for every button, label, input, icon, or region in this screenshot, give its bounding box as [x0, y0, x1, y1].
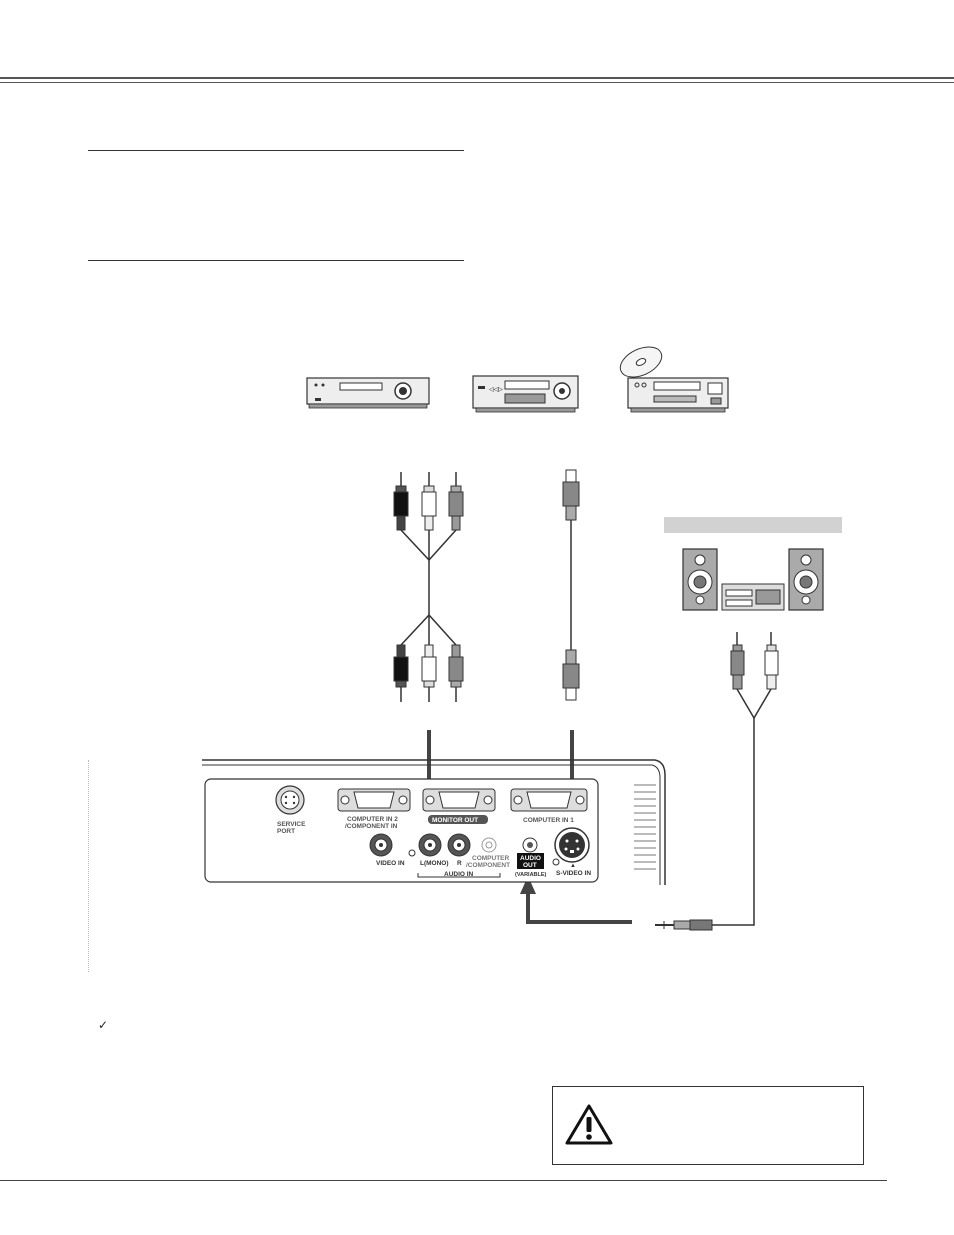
- label-service-port: SERVICE: [277, 821, 306, 828]
- label-audio-out-2: OUT: [523, 862, 537, 869]
- label-audio-in: AUDIO IN: [444, 871, 474, 878]
- dotted-guide: [88, 760, 89, 972]
- svg-text:◁◁▷: ◁◁▷: [489, 387, 503, 393]
- av-cable: [393, 472, 464, 702]
- video-player-icon: ◁◁▷: [472, 375, 579, 413]
- label-video-in: VIDEO IN: [376, 860, 405, 867]
- label-computer-component: COMPUTER: [472, 855, 510, 862]
- label-l-mono: L(MONO): [420, 860, 449, 867]
- label-s-video-in: S-VIDEO IN: [556, 870, 591, 877]
- section-rule-lower: [88, 260, 464, 261]
- svg-text:▲: ▲: [570, 863, 576, 869]
- label-audio-out: AUDIO: [520, 855, 541, 862]
- label-computer-in2: COMPUTER IN 2: [347, 816, 398, 823]
- top-rule: [0, 77, 954, 79]
- projector-rear-panel: SERVICE PORT COMPUTER IN 2 /COMPONENT IN…: [202, 759, 666, 885]
- caution-box: [552, 1086, 864, 1165]
- label-variable: (VARIABLE): [515, 872, 547, 878]
- label-service-port-2: PORT: [277, 828, 295, 835]
- label-computer-in1: COMPUTER IN 1: [523, 817, 574, 824]
- section-rule-upper: [88, 150, 464, 151]
- bottom-rule: [0, 1180, 887, 1181]
- note-check-mark: ✓: [98, 1018, 109, 1032]
- label-computer-in2-2: /COMPONENT IN: [345, 823, 398, 830]
- audio-system-icon: [682, 548, 824, 611]
- audio-cable: [655, 632, 779, 931]
- audio-equipment-header-bar: [664, 517, 842, 533]
- vcr-icon: [306, 377, 430, 409]
- label-monitor-out: MONITOR OUT: [432, 817, 478, 824]
- label-r: R: [457, 860, 462, 867]
- s-video-cable: [562, 469, 580, 701]
- disc-player-icon: [619, 346, 729, 413]
- warning-triangle-icon: [565, 1104, 613, 1145]
- label-computer-component-2: /COMPONENT: [466, 862, 510, 869]
- top-rule-thin: [0, 82, 954, 83]
